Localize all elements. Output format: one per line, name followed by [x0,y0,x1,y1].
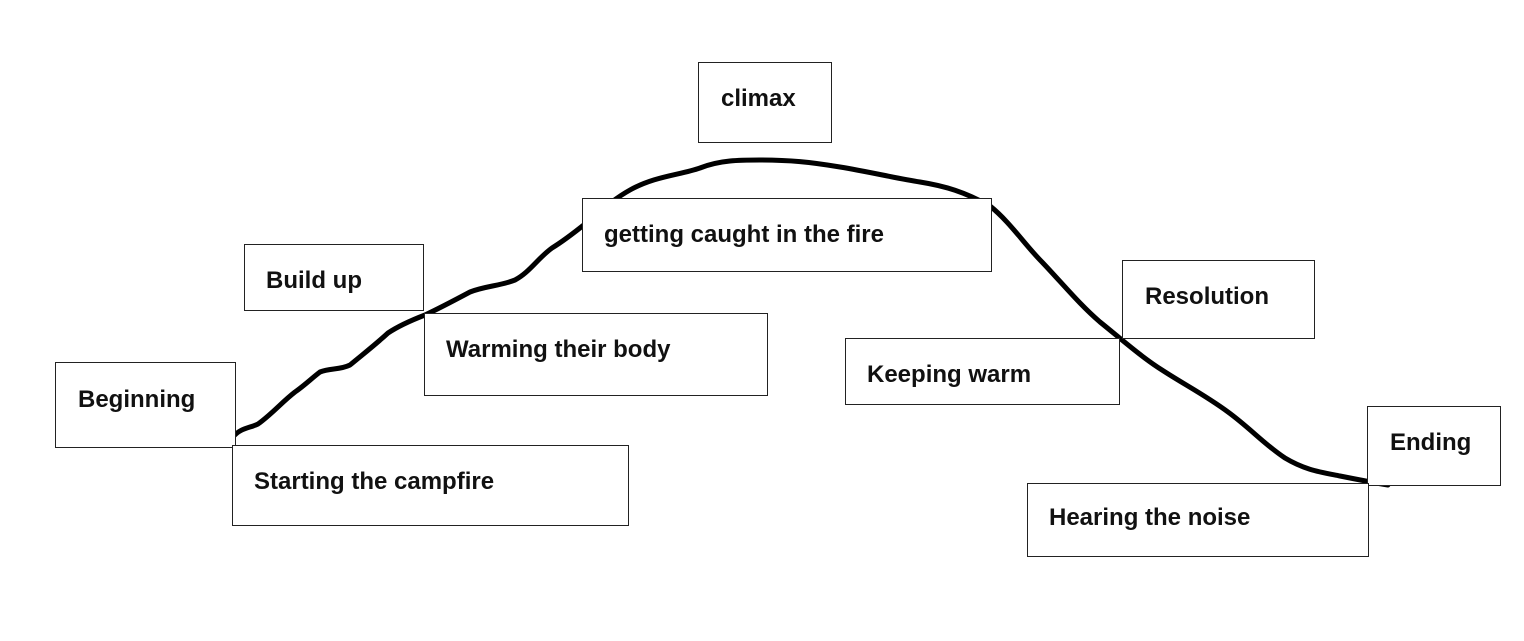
story-arc-line [230,157,1391,488]
stage-label-box: Build up [244,244,424,311]
event-text: Warming their body [446,336,671,363]
stage-label-box: Resolution [1122,260,1315,339]
event-box: Hearing the noise [1027,483,1369,557]
event-box: getting caught in the fire [582,198,992,272]
stage-label-box: climax [698,62,832,143]
event-box: Warming their body [424,313,768,396]
stage-label: Build up [266,267,362,294]
event-text: Starting the campfire [254,468,495,495]
stage-label-box: Ending [1367,406,1501,486]
stage-label: Ending [1390,429,1472,456]
event-box: Starting the campfire [232,445,629,526]
stage-label: Beginning [78,386,196,413]
event-text: Hearing the noise [1049,504,1251,531]
stage-label-box: Beginning [55,362,236,448]
event-box: Keeping warm [845,338,1120,405]
stage-label: climax [721,85,796,112]
event-text: getting caught in the fire [604,221,884,248]
event-text: Keeping warm [867,361,1032,388]
stage-label: Resolution [1145,283,1269,310]
